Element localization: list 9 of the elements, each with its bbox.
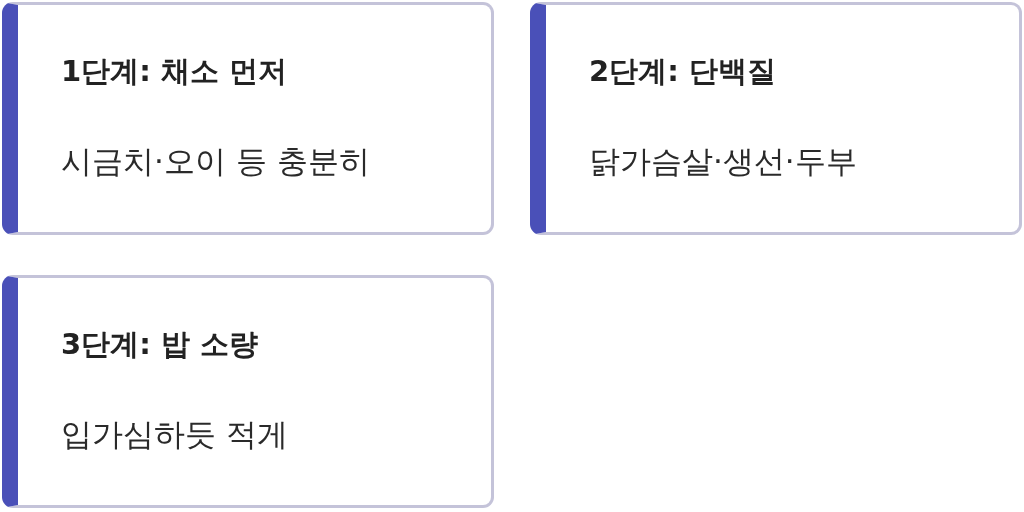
step-title: 2단계: 단백질 — [589, 53, 776, 90]
step-description: 닭가슴살·생선·두부 — [589, 142, 857, 181]
step-description: 입가심하듯 적게 — [61, 415, 288, 454]
step-description: 시금치·오이 등 충분히 — [61, 142, 370, 181]
step-card — [2, 2, 494, 235]
step-title: 1단계: 채소 먼저 — [61, 53, 287, 90]
step-title: 3단계: 밥 소량 — [61, 326, 258, 363]
step-card — [2, 275, 494, 508]
step-card — [530, 2, 1022, 235]
